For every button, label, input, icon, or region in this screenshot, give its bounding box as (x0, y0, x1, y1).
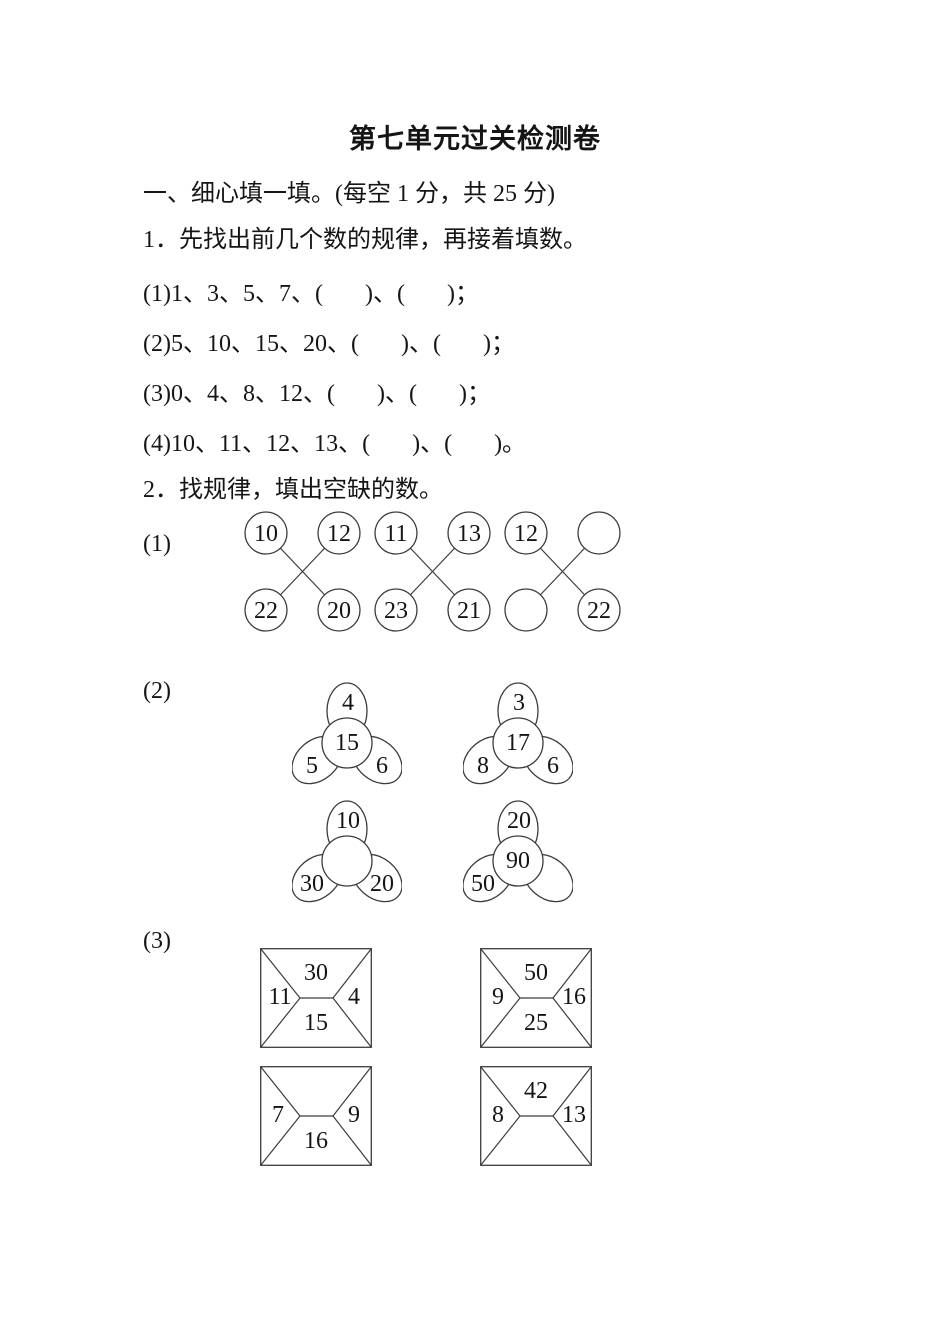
envelope-diagram-row-2: 7 9 16 42 8 13 (260, 1066, 592, 1166)
env4-left-value: 8 (492, 1102, 504, 1128)
envelope-4: 42 8 13 (480, 1066, 592, 1166)
cross-pairs-group-2: 11 13 23 21 (374, 511, 491, 632)
flower1-top-value: 4 (342, 690, 354, 716)
env2-top-value: 50 (524, 960, 548, 986)
flower2-top-value: 3 (513, 690, 525, 716)
env1-right-value: 4 (348, 984, 360, 1010)
cross-pairs-diagram: 10 12 22 20 11 13 23 21 12 (242, 509, 623, 634)
page-title: 第七单元过关检测卷 (349, 124, 601, 154)
number-circle (577, 588, 621, 632)
cross2-bottom-left-value: 23 (384, 598, 408, 624)
env4-top-value: 42 (524, 1078, 548, 1104)
cross2-bottom-right-value: 21 (457, 598, 481, 624)
flower2-right-value: 6 (547, 753, 559, 779)
answer-blank-circle (577, 511, 621, 555)
number-circle (244, 588, 288, 632)
flower4-left-value: 50 (471, 871, 495, 897)
number-circle (447, 511, 491, 555)
q2-part3-label: (3) (143, 928, 171, 954)
env2-bottom-value: 25 (524, 1010, 548, 1036)
answer-blank-center-circle (321, 835, 373, 887)
env3-right-value: 9 (348, 1102, 360, 1128)
env3-left-value: 7 (272, 1102, 284, 1128)
q1-item-2: (2)5、10、15、20、( )、( )； (143, 331, 515, 357)
flower4-top-value: 20 (507, 808, 531, 834)
flower-center-circle (492, 717, 544, 769)
flower3-top-value: 10 (336, 808, 360, 834)
cross2-top-left-value: 11 (384, 521, 407, 547)
envelope-1: 30 11 4 15 (260, 948, 372, 1048)
cross-pairs-group-3: 12 22 (504, 511, 621, 632)
cross1-top-left-value: 10 (254, 521, 278, 547)
env3-bottom-value: 16 (304, 1128, 328, 1154)
number-circle (317, 511, 361, 555)
cross3-top-left-value: 12 (514, 521, 538, 547)
flower-diagram-row-1: 4 15 5 6 3 17 8 6 (292, 682, 573, 790)
flower1-right-value: 6 (376, 753, 388, 779)
envelope-diagram-row-1: 30 11 4 15 50 9 16 25 (260, 948, 592, 1048)
env2-left-value: 9 (492, 984, 504, 1010)
flower2-left-value: 8 (477, 753, 489, 779)
number-circle (317, 588, 361, 632)
flower3-left-value: 30 (300, 871, 324, 897)
q1-item-1: (1)1、3、5、7、( )、( )； (143, 281, 479, 307)
flower1-center-value: 15 (335, 730, 359, 756)
flower3-right-value: 20 (370, 871, 394, 897)
env1-top-value: 30 (304, 960, 328, 986)
flower2-center-value: 17 (506, 730, 530, 756)
flower-3: 10 30 20 (292, 800, 402, 903)
flower-center-circle (321, 717, 373, 769)
env2-right-value: 16 (562, 984, 586, 1010)
q2-part2-label: (2) (143, 678, 171, 704)
q1-item-4: (4)10、11、12、13、( )、( )。 (143, 431, 527, 457)
q2-part1-label: (1) (143, 531, 171, 557)
number-circle (374, 511, 418, 555)
flower-center-circle (492, 835, 544, 887)
answer-blank-circle (504, 588, 548, 632)
envelope-3: 7 9 16 (260, 1066, 372, 1166)
section-heading: 一、细心填一填。(每空 1 分，共 25 分) (143, 181, 555, 207)
number-circle (447, 588, 491, 632)
cross1-bottom-right-value: 20 (327, 598, 351, 624)
question-2-prompt: 2．找规律，填出空缺的数。 (143, 477, 443, 503)
number-circle (374, 588, 418, 632)
question-1-prompt: 1．先找出前几个数的规律，再接着填数。 (143, 227, 587, 253)
cross2-top-right-value: 13 (457, 521, 481, 547)
env1-bottom-value: 15 (304, 1010, 328, 1036)
flower4-center-value: 90 (506, 848, 530, 874)
flower-4: 20 90 50 (463, 800, 573, 903)
cross1-bottom-left-value: 22 (254, 598, 278, 624)
flower-diagram-row-2: 10 30 20 20 90 50 (292, 800, 573, 908)
cross1-top-right-value: 12 (327, 521, 351, 547)
cross-pairs-group-1: 10 12 22 20 (244, 511, 361, 632)
q1-item-3: (3)0、4、8、12、( )、( )； (143, 381, 491, 407)
number-circle (504, 511, 548, 555)
flower-2: 3 17 8 6 (463, 682, 573, 785)
envelope-2: 50 9 16 25 (480, 948, 592, 1048)
env1-left-value: 11 (268, 984, 291, 1010)
env4-right-value: 13 (562, 1102, 586, 1128)
flower1-left-value: 5 (306, 753, 318, 779)
flower-1: 4 15 5 6 (292, 682, 402, 785)
number-circle (244, 511, 288, 555)
cross3-bottom-right-value: 22 (587, 598, 611, 624)
